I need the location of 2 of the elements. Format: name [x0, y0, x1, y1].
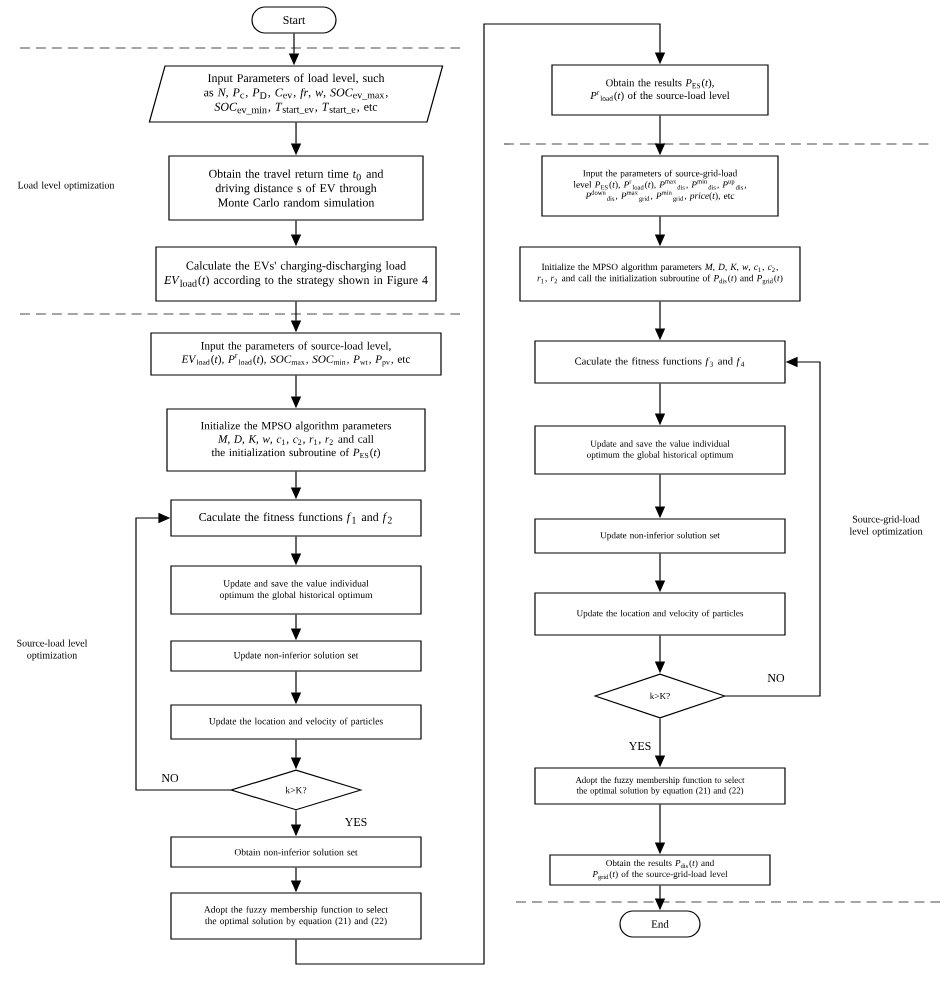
- arrow: [295, 23, 666, 965]
- arrow: [135, 512, 231, 791]
